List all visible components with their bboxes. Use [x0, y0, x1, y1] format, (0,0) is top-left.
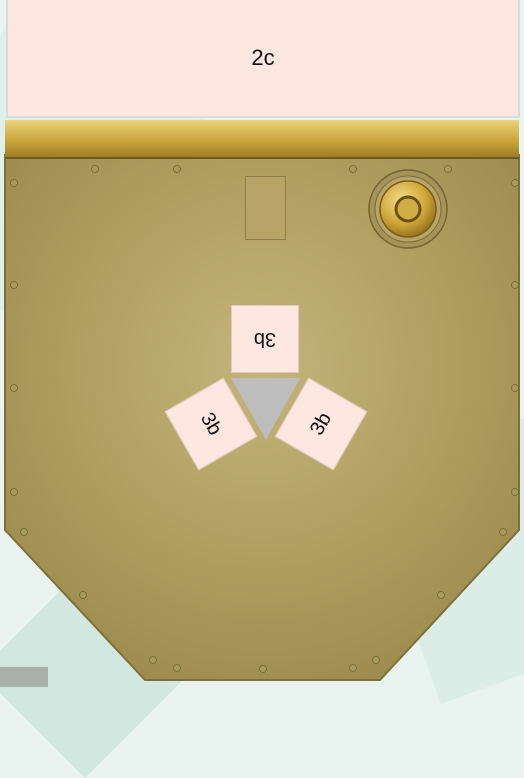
- rivet: [512, 385, 519, 392]
- rivet: [11, 282, 18, 289]
- pocket-card-label: 3b: [305, 409, 336, 440]
- rivet: [373, 657, 380, 664]
- rivet: [350, 166, 357, 173]
- rivet: [260, 666, 267, 673]
- rivet: [512, 180, 519, 187]
- rivet: [80, 592, 87, 599]
- rivet: [11, 385, 18, 392]
- rivet: [512, 489, 519, 496]
- rivet: [150, 657, 157, 664]
- rivet: [174, 665, 181, 672]
- rivet: [11, 180, 18, 187]
- rivet: [438, 592, 445, 599]
- pocket-card-label: 3b: [254, 328, 276, 351]
- top-card[interactable]: 2c: [6, 0, 520, 118]
- rivet: [21, 529, 28, 536]
- round-brass-button-icon[interactable]: [369, 170, 447, 248]
- rivet: [92, 166, 99, 173]
- rivet: [11, 489, 18, 496]
- rivet: [500, 529, 507, 536]
- rivet: [350, 665, 357, 672]
- handle-icon[interactable]: [245, 176, 286, 240]
- pocket-card[interactable]: 3b: [231, 305, 299, 373]
- rivet: [445, 166, 452, 173]
- rivet: [512, 282, 519, 289]
- corner-block: [0, 667, 48, 687]
- top-card-label: 2c: [251, 45, 274, 71]
- pocket-card-label: 3b: [195, 409, 226, 440]
- rivet: [174, 166, 181, 173]
- pocket-rim: [5, 120, 519, 158]
